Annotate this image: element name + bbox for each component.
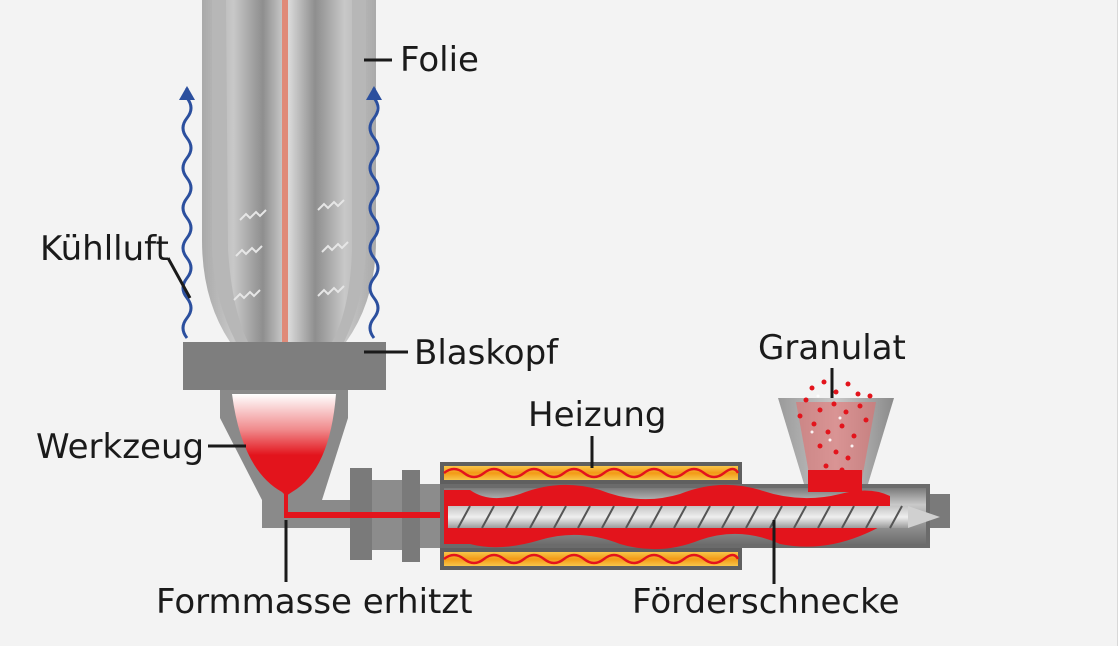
label-kuehlluft: Kühlluft	[40, 229, 169, 269]
label-foerderschnecke: Förderschnecke	[632, 582, 900, 622]
label-werkzeug: Werkzeug	[36, 427, 205, 467]
arrow-up-icon	[179, 86, 195, 100]
adapter-flange	[284, 468, 444, 562]
blow-head	[183, 342, 386, 390]
leader-lines	[166, 58, 834, 584]
screw	[448, 505, 940, 529]
label-heizung: Heizung	[528, 395, 667, 435]
label-formmasse: Formmasse erhitzt	[156, 582, 473, 622]
cooling-air-arrows	[179, 86, 382, 339]
heater-bottom	[440, 548, 742, 570]
heater-top	[440, 462, 742, 484]
label-blaskopf: Blaskopf	[414, 333, 559, 373]
inner-air-arrows	[233, 199, 349, 301]
hopper	[778, 379, 894, 492]
tool-funnel	[220, 390, 350, 528]
granulate-pellets	[797, 379, 873, 473]
label-folie: Folie	[400, 40, 479, 80]
label-granulat: Granulat	[758, 328, 906, 368]
film-tube	[202, 0, 376, 342]
arrow-up-icon	[366, 86, 382, 100]
